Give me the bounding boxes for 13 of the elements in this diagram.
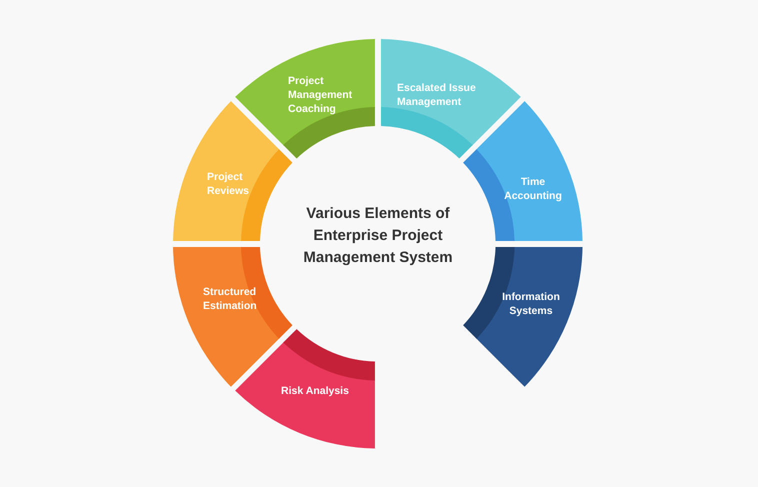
segment-label: Project Management Coaching xyxy=(288,74,354,116)
ring-segment xyxy=(461,244,583,389)
ring-segment xyxy=(233,39,378,161)
ring-segment xyxy=(378,39,523,161)
segment-label: Risk Analysis xyxy=(280,384,350,398)
diagram-title: Various Elements of Enterprise Project Management System xyxy=(302,204,454,268)
segment-label: Time Accounting xyxy=(503,174,563,203)
ring-segment xyxy=(461,99,583,244)
segment-label: Information Systems xyxy=(501,290,561,318)
segment-label: Structured Estimation xyxy=(203,285,258,313)
ring-segment xyxy=(233,327,378,449)
segment-label: Escalated Issue Management xyxy=(397,81,477,109)
segment-label: Project Reviews xyxy=(207,170,250,198)
